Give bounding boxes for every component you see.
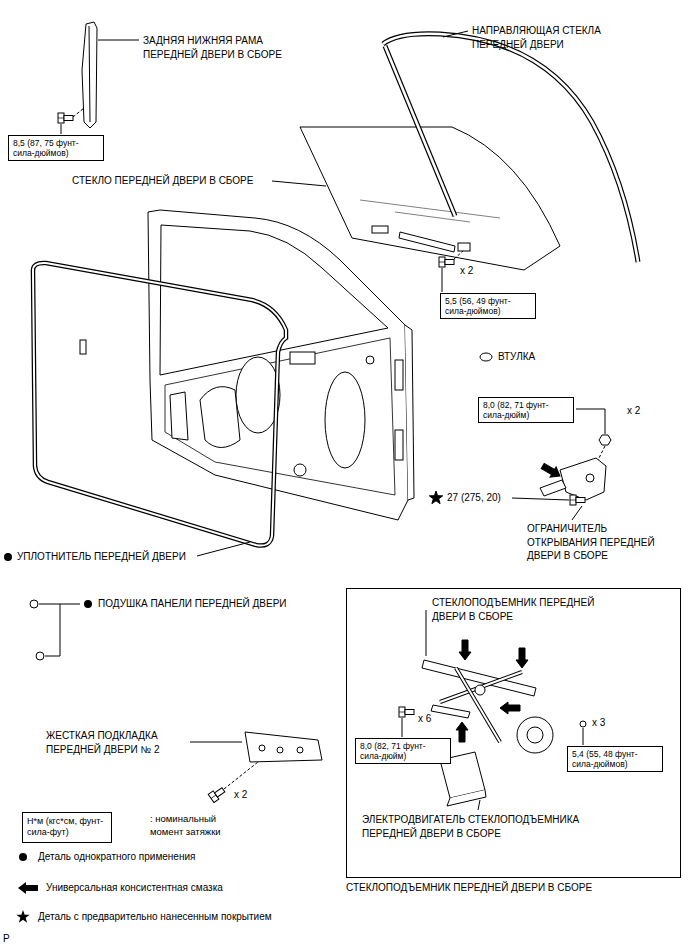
- part-label: x 2: [627, 404, 640, 418]
- torque-value: 5,5 (56, 49 фунт-сила-дюймов): [445, 296, 531, 316]
- torque-box: 5,5 (56, 49 фунт-сила-дюймов): [440, 293, 536, 319]
- door-glass: [300, 127, 560, 270]
- torque-box: 5,4 (55, 48 фунт-сила-дюймов): [567, 746, 663, 772]
- door-panel: [148, 210, 414, 520]
- part-label: СТЕКЛОПОДЪЕМНИК ПЕРЕДНЕЙ ДВЕРИ В СБОРЕ: [432, 596, 612, 623]
- legend-text: Универсальная консистентная смазка: [46, 881, 223, 895]
- part-label: ЗАДНЯЯ НИЖНЯЯ РАМА ПЕРЕДНЕЙ ДВЕРИ В СБОР…: [143, 34, 303, 61]
- legend-text: Деталь с предварительно нанесенным покры…: [38, 910, 272, 924]
- glass-run: [383, 34, 638, 262]
- reinforcement: [190, 732, 322, 803]
- torque-value: 8,0 (82, 71 фунт-сила-дюйм): [483, 400, 569, 420]
- part-label: УПЛОТНИТЕЛЬ ПЕРЕДНЕЙ ДВЕРИ: [17, 550, 186, 564]
- window-regulator: [399, 610, 586, 810]
- torque-box: 8,0 (82, 71 фунт-сила-дюйм): [355, 738, 451, 764]
- weatherstrip: [33, 263, 286, 546]
- legend-text: Деталь однократного применения: [38, 850, 195, 864]
- part-label: x 2: [460, 264, 473, 278]
- rear-lower-frame: [58, 22, 139, 134]
- part-label: ЭЛЕКТРОДВИГАТЕЛЬ СТЕКЛОПОДЪЕМНИКА ПЕРЕДН…: [362, 813, 612, 840]
- part-label: : номинальный момент затяжки: [150, 813, 250, 839]
- part-label: СТЕКЛО ПЕРЕДНЕЙ ДВЕРИ В СБОРЕ: [72, 174, 253, 188]
- part-label: ЖЕСТКАЯ ПОДКЛАДКА ПЕРЕДНЕЙ ДВЕРИ № 2: [46, 729, 191, 756]
- unit-text: Н*м (кгс*см, фунт-сила-фут): [27, 816, 107, 839]
- torque-value: 8,5 (87, 75 фунт-сила-дюймов): [13, 138, 99, 158]
- part-label: ПОДУШКА ПАНЕЛИ ПЕРЕДНЕЙ ДВЕРИ: [98, 597, 287, 611]
- torque-value: 5,4 (55, 48 фунт-сила-дюймов): [572, 749, 658, 769]
- part-label: ОГРАНИЧИТЕЛЬ ОТКРЫВАНИЯ ПЕРЕДНЕЙ ДВЕРИ В…: [527, 522, 672, 563]
- part-label: x 6: [418, 712, 431, 726]
- legend-unit-box: Н*м (кгс*см, фунт-сила-фут): [22, 812, 112, 843]
- torque-box: 8,0 (82, 71 фунт-сила-дюйм): [478, 397, 574, 423]
- torque-value: 8,0 (82, 71 фунт-сила-дюйм): [360, 741, 446, 761]
- group-title: СТЕКЛОПОДЪЕМНИК ПЕРЕДНЕЙ ДВЕРИ В СБОРЕ: [346, 881, 592, 894]
- part-label: НАПРАВЛЯЮЩАЯ СТЕКЛА ПЕРЕДНЕЙ ДВЕРИ: [472, 24, 622, 51]
- part-label: ВТУЛКА: [498, 350, 535, 364]
- part-label: x 3: [592, 716, 605, 730]
- part-label: 27 (275, 20): [447, 491, 501, 505]
- torque-box: 8,5 (87, 75 фунт-сила-дюймов): [8, 135, 104, 161]
- door-check: [429, 409, 611, 520]
- part-label: x 2: [234, 788, 247, 802]
- legend-symbols: [16, 853, 38, 923]
- part-label: P: [3, 932, 10, 946]
